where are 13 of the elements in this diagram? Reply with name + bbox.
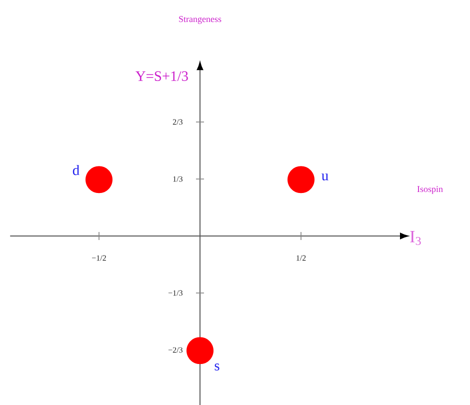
tick-label: 1/3 — [173, 176, 182, 182]
point-label: d — [72, 164, 80, 176]
tick-label: −2/3 — [168, 347, 182, 353]
tick-label: 1/2 — [296, 255, 306, 261]
axis-title: Isospin — [417, 186, 443, 194]
axis-label: I$_{3}$ — [410, 230, 421, 245]
axis-label: Y=S+1/3 — [136, 71, 188, 81]
tick-label: −1/3 — [168, 290, 182, 296]
tick-label: −1/2 — [92, 255, 106, 261]
tick-label: 2/3 — [172, 119, 182, 125]
point-label: s — [214, 364, 220, 370]
axis-title: Strangeness — [179, 16, 222, 24]
point-label: u — [322, 174, 328, 180]
